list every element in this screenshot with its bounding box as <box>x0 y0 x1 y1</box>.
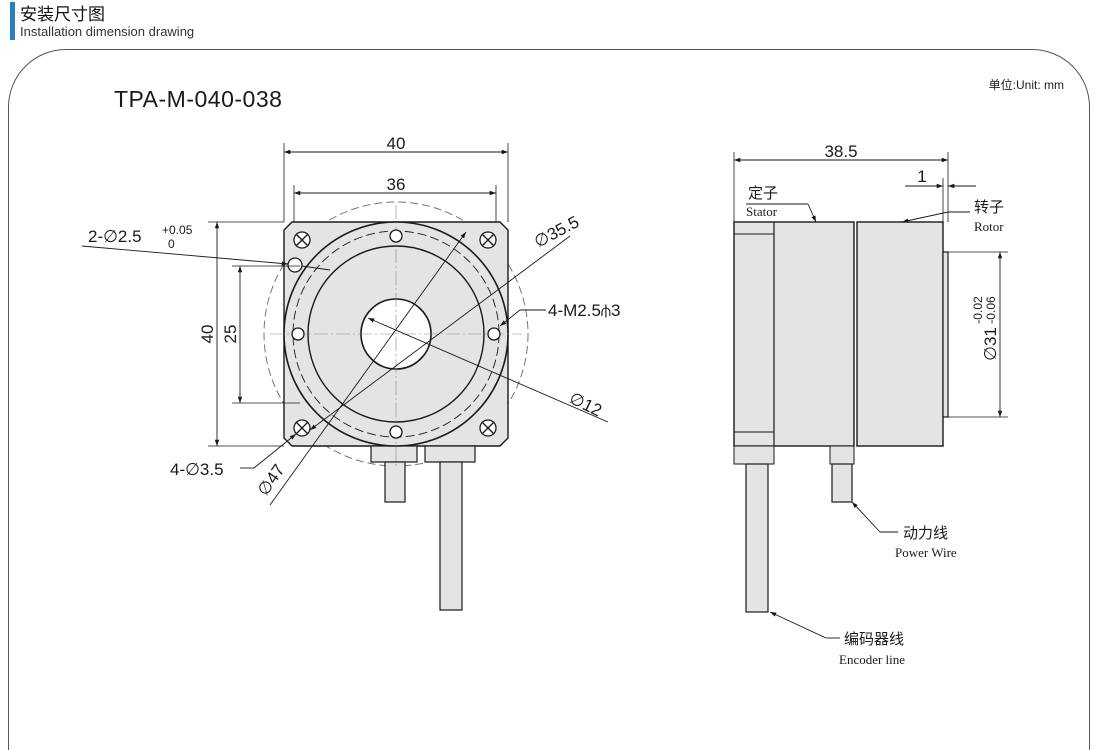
encoder-cable <box>745 463 769 613</box>
dim-40-width: 40 <box>387 134 406 153</box>
encoder-line-label-en: Encoder line <box>839 652 905 667</box>
pin-hole-label: 2-∅2.5 <box>88 227 142 246</box>
rotor-body <box>856 221 944 447</box>
power-wire-label-en: Power Wire <box>895 545 957 560</box>
drawing-frame <box>8 49 1090 750</box>
dim-40-height: 40 <box>198 325 217 344</box>
tapped-holes-label: 4-M2.5⫛3 <box>548 301 620 320</box>
tapped-hole-right <box>487 327 501 341</box>
stator-body <box>733 221 855 447</box>
connector-right <box>424 445 476 463</box>
unit-label: 单位:Unit: mm <box>988 78 1064 92</box>
dia-47-label: ∅47 <box>254 461 289 500</box>
dim-25: 25 <box>221 325 240 344</box>
power-cable <box>831 463 853 503</box>
tapped-hole-top <box>389 229 403 243</box>
cable-front-short <box>384 461 406 503</box>
dim-1: 1 <box>917 167 926 186</box>
tapped-hole-bottom <box>389 425 403 439</box>
dim-36: 36 <box>387 175 406 194</box>
dim-38-5: 38.5 <box>824 142 857 161</box>
dia-12-label: ∅12 <box>566 389 605 421</box>
model-number: TPA-M-040-038 <box>114 86 283 112</box>
pin-hole-tol-lower: 0 <box>168 237 175 251</box>
rotor-label-zh: 转子 <box>974 198 1004 216</box>
stator-label-en: Stator <box>746 204 778 219</box>
cable-front-long <box>439 461 463 611</box>
dia-31-tol-upper: -0.02 <box>971 296 985 324</box>
dia-31-label: ∅31 <box>981 327 1000 361</box>
stator-label-zh: 定子 <box>748 184 778 202</box>
power-wire-label-zh: 动力线 <box>903 524 948 542</box>
rotor-boss <box>942 251 949 418</box>
mount-holes-label: 4-∅3.5 <box>170 460 224 479</box>
rotor-label-en: Rotor <box>974 219 1004 234</box>
section-title-zh: 安装尺寸图 <box>20 5 105 24</box>
front-view <box>81 143 609 611</box>
side-view <box>733 152 1008 639</box>
header-accent-bar <box>10 2 15 40</box>
connector-left <box>370 445 418 463</box>
section-title-en: Installation dimension drawing <box>20 24 195 39</box>
dia-31-tol-lower: -0.06 <box>984 296 998 324</box>
tapped-hole-left <box>291 327 305 341</box>
pin-hole <box>287 257 303 273</box>
encoder-line-label-zh: 编码器线 <box>844 630 904 648</box>
dimension-drawing: 40 36 40 25 2-∅2.5 +0.05 0 ∅35.5 4-M2.5⫛… <box>81 134 1008 667</box>
mount-holes <box>293 231 497 437</box>
pin-hole-tol-upper: +0.05 <box>162 223 193 237</box>
